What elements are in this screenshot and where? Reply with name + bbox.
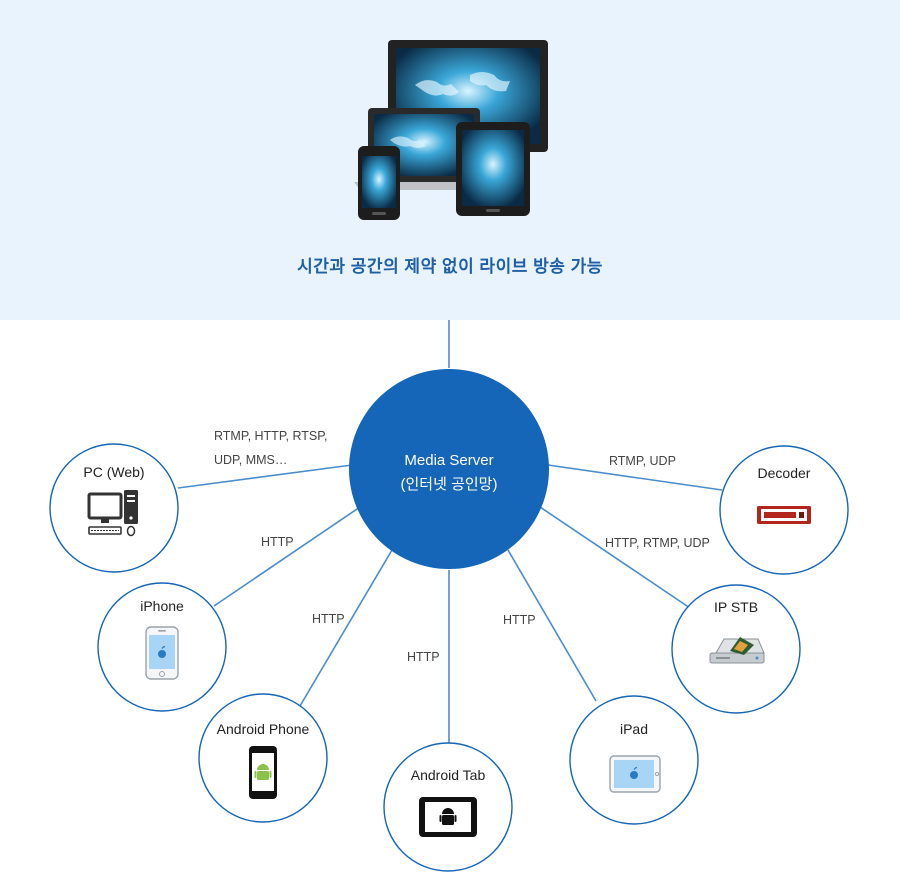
node-label-ip-stb: IP STB (714, 599, 758, 615)
apple-logo-icon (158, 645, 166, 658)
edge-android-phone (299, 549, 393, 707)
edge-label-pc-web-1: RTMP, HTTP, RTSP, (214, 429, 327, 443)
multi-device-illustration (354, 40, 548, 220)
edge-iphone (213, 506, 361, 607)
desktop-pc-icon (87, 490, 138, 537)
android-logo-icon (439, 808, 457, 825)
edge-label-decoder: RTMP, UDP (609, 454, 676, 468)
edge-label-iphone: HTTP (261, 535, 294, 549)
edge-pc-web (177, 464, 353, 489)
node-label-android-tab: Android Tab (411, 767, 486, 783)
hero-banner: 시간과 공간의 제약 없이 라이브 방송 가능 (0, 0, 900, 320)
iphone-icon (145, 626, 179, 680)
node-ip-stb: IP STB (671, 584, 801, 714)
node-pc-web: PC (Web) (49, 443, 179, 573)
node-label-android-phone: Android Phone (217, 721, 310, 737)
edge-label-ip-stb: HTTP, RTMP, UDP (605, 536, 710, 550)
node-ipad: iPad (569, 695, 699, 825)
edge-label-android-phone: HTTP (312, 612, 345, 626)
decoder-device-icon (757, 506, 811, 524)
hero-caption: 시간과 공간의 제약 없이 라이브 방송 가능 (297, 257, 603, 276)
edge-ipad (507, 549, 597, 702)
media-server-title: Media Server (404, 452, 493, 469)
node-decoder: Decoder (719, 445, 849, 575)
node-label-iphone: iPhone (140, 598, 184, 614)
apple-logo-icon (630, 766, 638, 779)
edge-label-pc-web-2: UDP, MMS… (214, 453, 287, 467)
ipad-icon (609, 755, 661, 793)
edge-label-ipad: HTTP (503, 613, 536, 627)
android-logo-icon (254, 764, 272, 780)
edge-ip-stb (539, 506, 691, 609)
node-android-tab: Android Tab (383, 742, 513, 872)
media-server-node: Media Server (인터넷 공인망) (349, 369, 549, 569)
android-phone-icon (249, 746, 277, 799)
tablet-icon (456, 122, 530, 216)
node-iphone: iPhone (97, 582, 227, 712)
smartphone-icon (358, 146, 400, 220)
node-android-phone: Android Phone (198, 693, 328, 823)
node-label-decoder: Decoder (758, 465, 811, 481)
media-server-subtitle: (인터넷 공인망) (401, 476, 498, 493)
set-top-box-icon (709, 637, 765, 664)
edge-label-android-tab: HTTP (407, 650, 440, 664)
android-tablet-icon (419, 797, 477, 837)
edge-decoder (547, 464, 723, 491)
node-label-pc-web: PC (Web) (83, 464, 144, 480)
node-label-ipad: iPad (620, 721, 648, 737)
